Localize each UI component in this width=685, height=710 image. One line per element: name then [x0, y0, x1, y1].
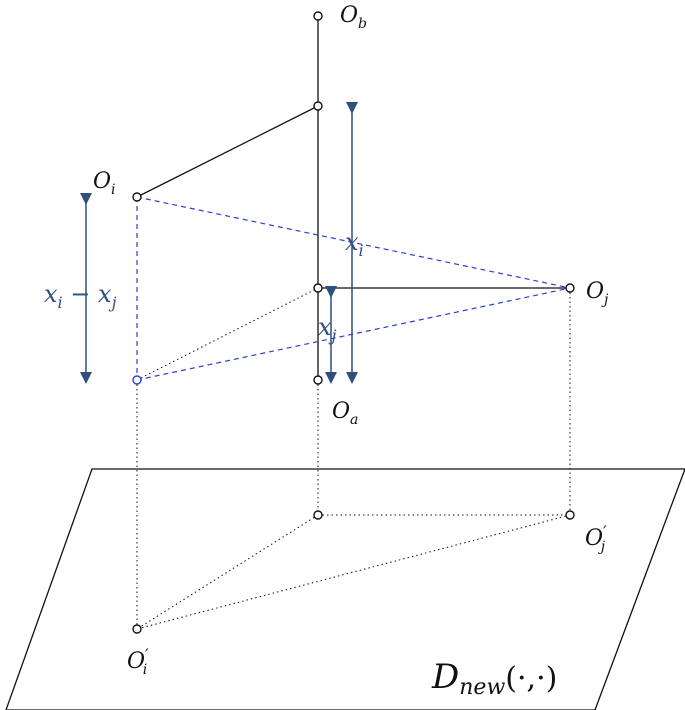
label-oi-prime-sup: ′ [145, 645, 149, 664]
label-plane: Dnew(·,·) [431, 657, 557, 700]
label-xj-sub: j [329, 326, 337, 345]
dashed-blue-lines [136, 196, 571, 381]
node-mid [313, 283, 323, 293]
label-oi-main: O [93, 169, 111, 194]
label-oj-prime-sub: j [598, 539, 606, 555]
label-oa: Oa [332, 399, 358, 428]
label-oa-sub: a [350, 412, 358, 428]
label-xi: xi [345, 228, 364, 260]
label-plane-main: D [431, 657, 459, 697]
label-plane-args: (·,·) [505, 661, 557, 696]
label-diff-x1: x [44, 280, 58, 308]
line-oi-to-upper-node [136, 105, 319, 198]
label-ob: Ob [340, 3, 367, 32]
nodes [132, 11, 575, 634]
label-diff-x2: x [98, 280, 112, 308]
label-oj: Oj [586, 279, 609, 308]
dotted-projection-lines [136, 287, 571, 630]
label-oi-prime-main: O [127, 649, 145, 674]
node-oi-projection-blue [132, 375, 142, 385]
label-xi-sub: i [359, 241, 364, 260]
label-xi-main: x [345, 228, 359, 256]
label-oj-prime-main: O [585, 526, 603, 551]
label-xi-minus-xj: xi − xj [44, 280, 117, 312]
label-oj-prime-sup: ′ [603, 522, 607, 541]
plane-parallelogram [5, 468, 685, 710]
node-oi [132, 192, 142, 202]
label-ob-sub: b [358, 16, 367, 32]
label-oi-prime: O′i [127, 645, 149, 678]
label-oa-main: O [332, 399, 350, 424]
node-projected-mid [313, 510, 323, 520]
node-oj [565, 283, 575, 293]
label-oi-sub: i [111, 182, 115, 198]
label-oj-prime: O′j [585, 522, 607, 555]
label-diff-minus: − [63, 280, 98, 308]
node-ob [313, 11, 323, 21]
label-oj-sub: j [601, 292, 609, 308]
label-diff-sub1: i [58, 293, 63, 312]
node-oj-prime [565, 510, 575, 520]
node-oa [313, 375, 323, 385]
label-plane-sub: new [459, 675, 505, 700]
label-oi: Oi [93, 169, 116, 198]
label-xj: xj [318, 313, 337, 345]
label-oi-prime-sub: i [143, 662, 147, 678]
label-oj-main: O [586, 279, 604, 304]
label-xj-main: x [318, 313, 332, 341]
label-ob-main: O [340, 3, 358, 28]
label-diff-sub2: j [109, 293, 117, 312]
node-oi-prime [132, 624, 142, 634]
node-upper [313, 101, 323, 111]
